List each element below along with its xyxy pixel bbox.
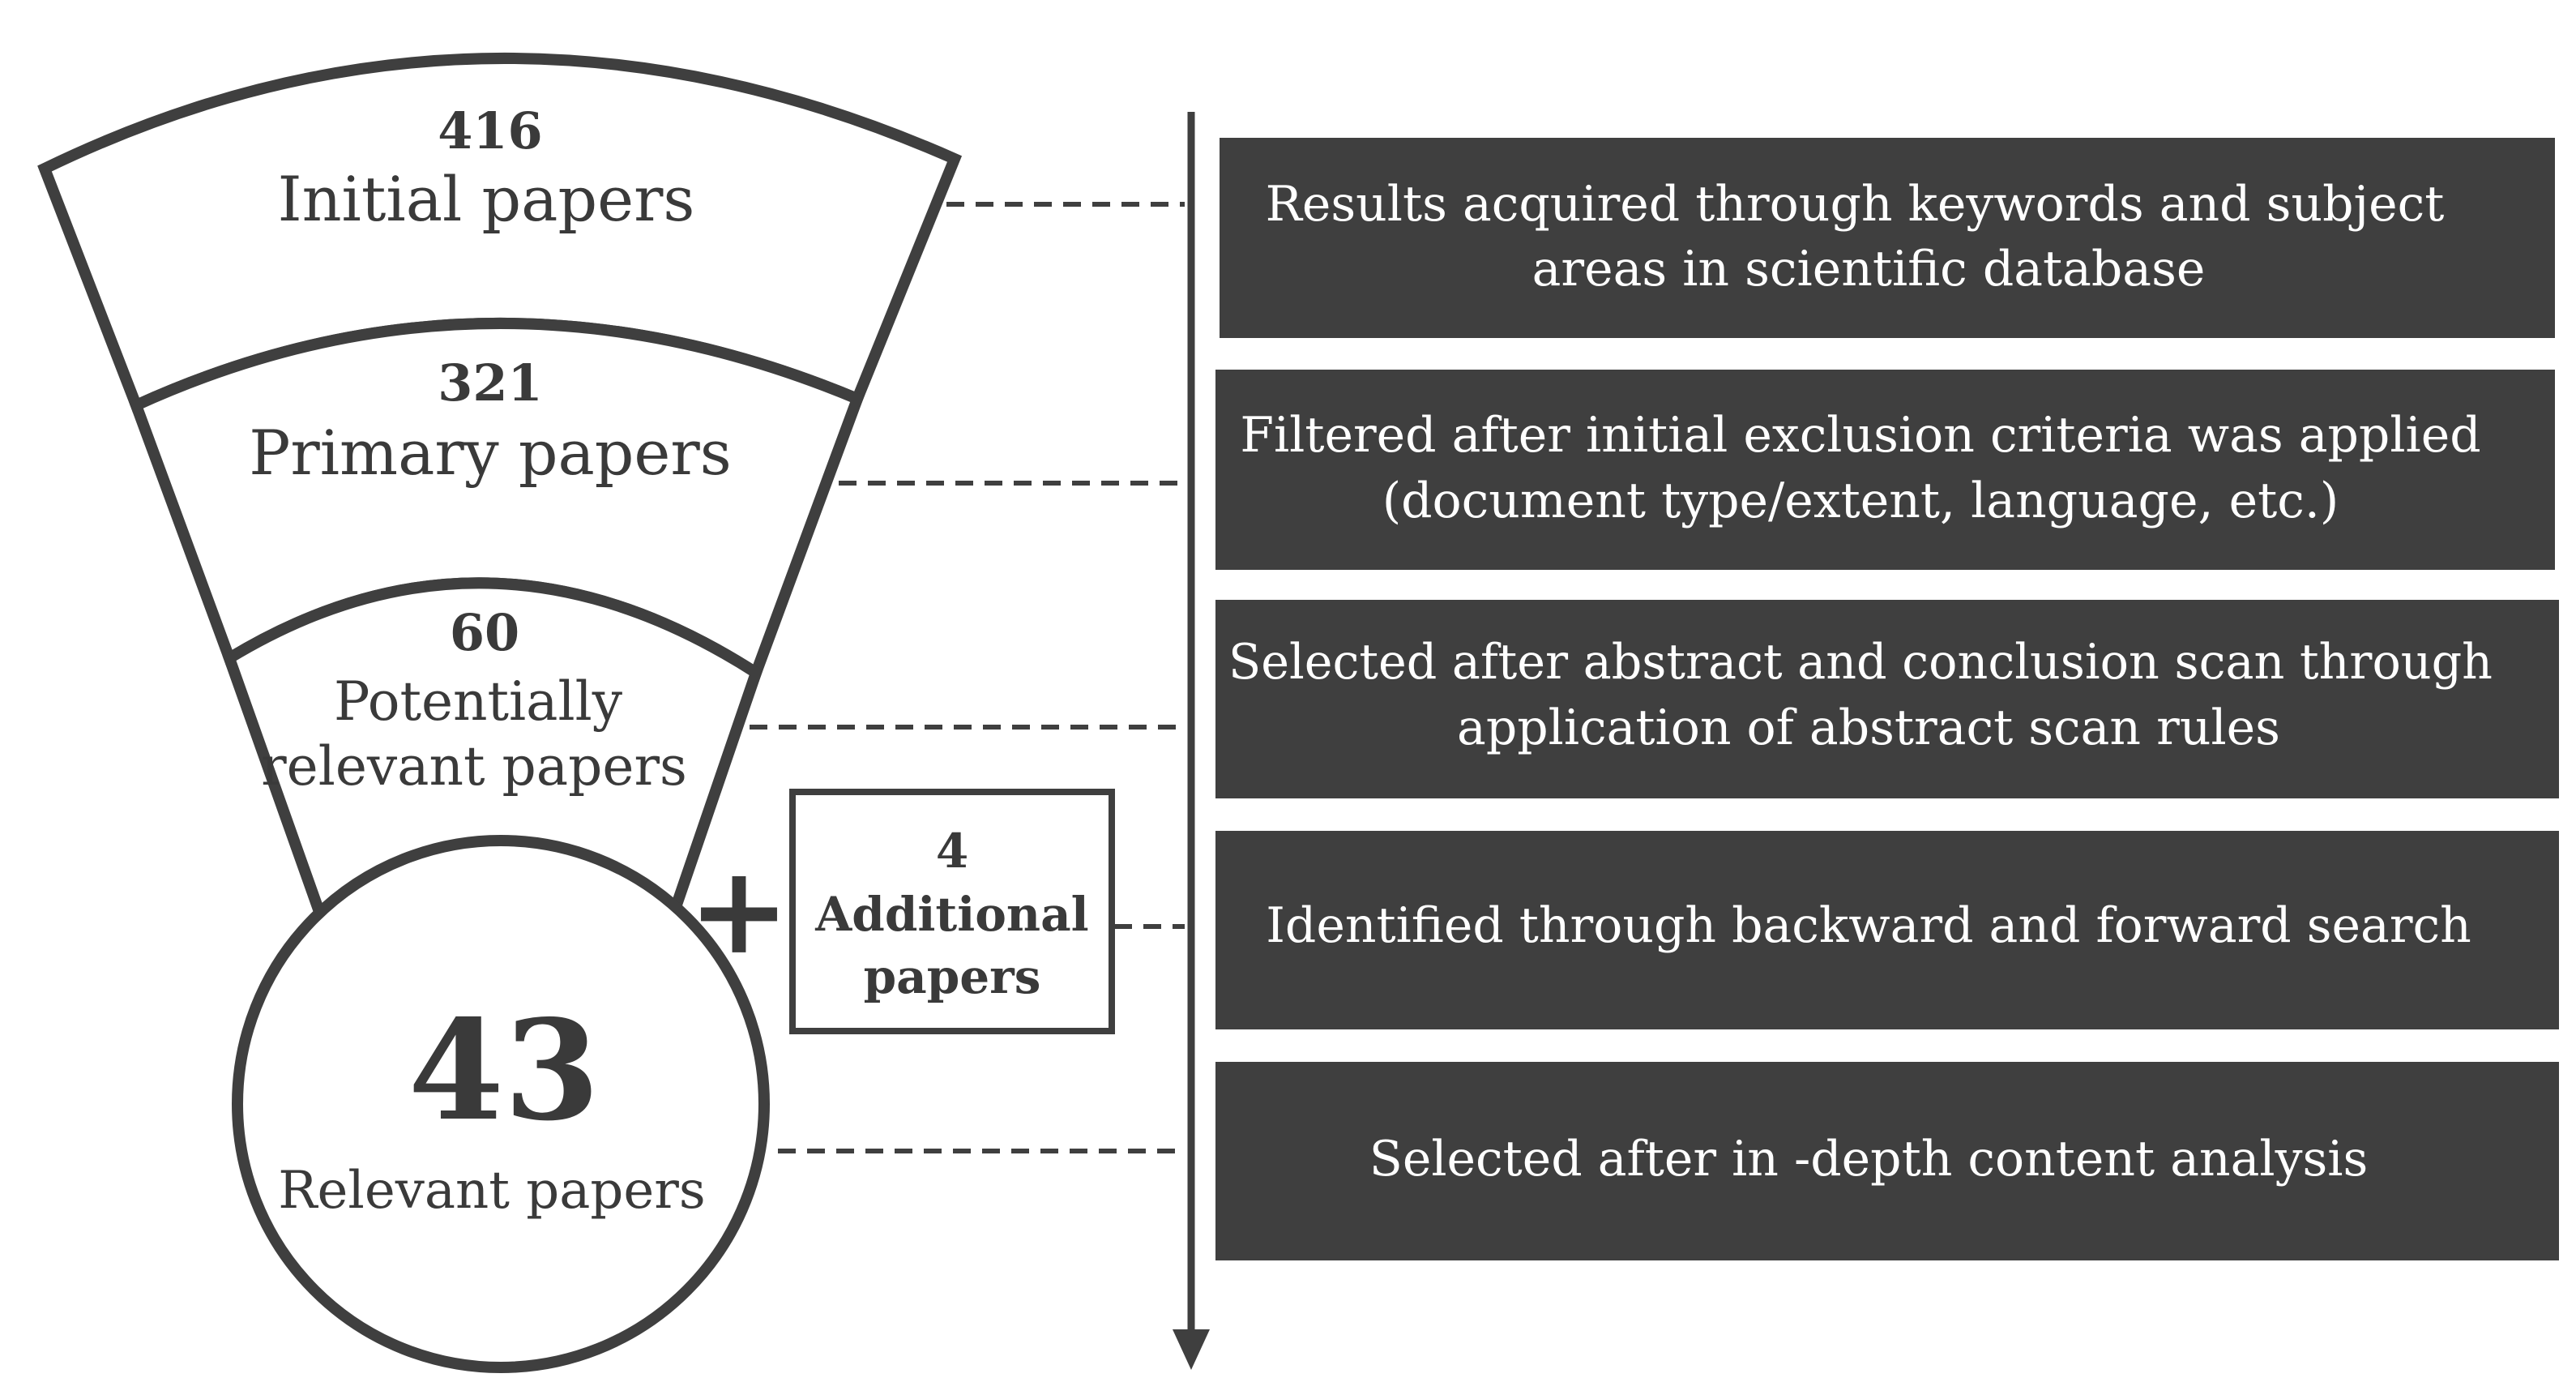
potentially-relevant-label-line1: Potentially (334, 670, 623, 733)
step-box-2 (1215, 370, 2555, 570)
potentially-relevant-label-line2: relevant papers (261, 735, 687, 798)
step-3-line1: Selected after abstract and conclusion s… (1228, 634, 2493, 691)
primary-count: 321 (438, 353, 542, 413)
additional-papers-box (789, 789, 1115, 1034)
result-circle (232, 835, 770, 1373)
plus-sign: + (688, 839, 790, 982)
additional-count: 4 (936, 824, 968, 879)
step-box-5 (1215, 1062, 2559, 1260)
step-1-line1: Results acquired through keywords and su… (1266, 176, 2445, 233)
additional-label-line1: Additional (814, 887, 1088, 942)
step-2-line2: (document type/extent, language, etc.) (1382, 473, 2339, 529)
step-5-line1: Selected after in -depth content analysi… (1369, 1131, 2369, 1187)
primary-label: Primary papers (249, 417, 732, 489)
process-arrow-head-icon (1173, 1329, 1210, 1370)
initial-label: Initial papers (278, 163, 695, 235)
step-box-4 (1215, 831, 2559, 1029)
step-box-3 (1215, 600, 2559, 798)
step-box-1 (1220, 138, 2555, 338)
relevant-count: 43 (408, 990, 600, 1152)
initial-count: 416 (438, 101, 542, 160)
step-2-line1: Filtered after initial exclusion criteri… (1240, 407, 2480, 464)
relevant-label: Relevant papers (278, 1161, 705, 1221)
step-4-line1: Identified through backward and forward … (1266, 897, 2471, 954)
funnel-stage-potentially-relevant (222, 577, 763, 915)
step-3-line2: application of abstract scan rules (1457, 700, 2280, 756)
potentially-relevant-count: 60 (450, 603, 519, 662)
additional-label-line2: papers (864, 949, 1041, 1004)
step-1-line2: areas in scientific database (1532, 241, 2206, 297)
